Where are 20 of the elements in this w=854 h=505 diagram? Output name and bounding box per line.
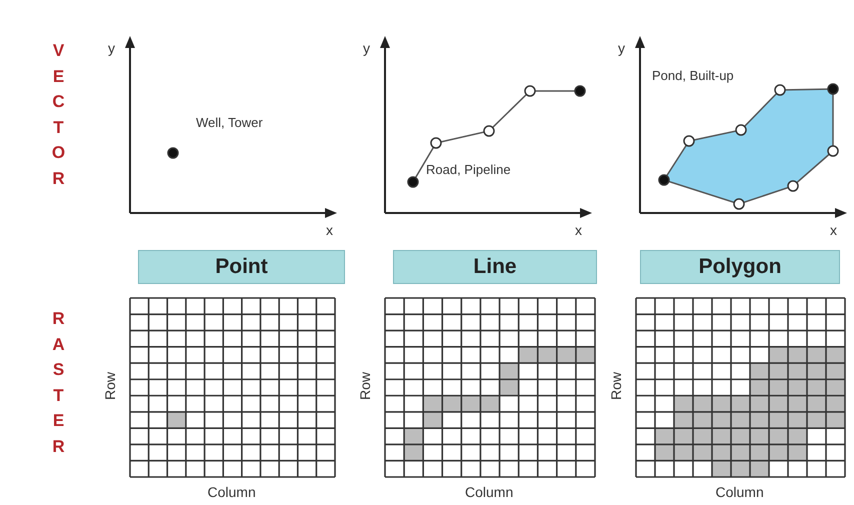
axis-label: Row	[102, 372, 118, 400]
axis-label: x	[326, 222, 333, 238]
axis-label: Column	[208, 484, 256, 500]
axis-label: x	[830, 222, 837, 238]
feature-label: Well, Tower	[196, 115, 263, 130]
axis-label: y	[618, 40, 625, 56]
feature-label: Road, Pipeline	[426, 162, 511, 177]
axis-label: y	[108, 40, 115, 56]
axis-label: Column	[465, 484, 514, 500]
axis-label: Row	[608, 372, 624, 400]
vertical-heading: RASTER	[51, 308, 66, 458]
vertical-heading: VECTOR	[50, 40, 66, 190]
axis-label: Column	[716, 484, 764, 500]
category-label: Polygon	[640, 250, 840, 284]
axis-label: y	[363, 40, 370, 56]
category-label: Point	[138, 250, 345, 284]
axis-label: x	[575, 222, 582, 238]
axis-label: Row	[357, 372, 373, 400]
category-label: Line	[393, 250, 597, 284]
feature-label: Pond, Built-up	[652, 68, 734, 83]
